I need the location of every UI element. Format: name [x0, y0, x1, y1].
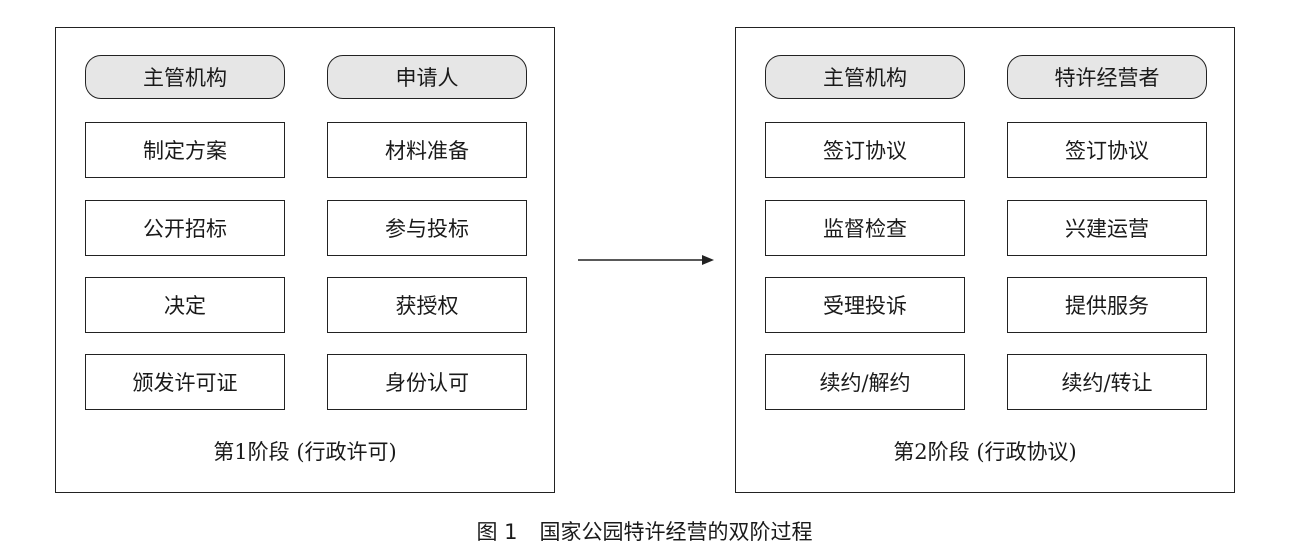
stage-1-right-step: 身份认可 [327, 354, 527, 410]
stage-2-caption: 第2阶段 (行政协议) [893, 440, 1077, 464]
stage-1-right-step: 材料准备 [327, 122, 527, 178]
figure-caption: 图 1 国家公园特许经营的双阶过程 [0, 516, 1289, 546]
stage-2-left-step: 监督检查 [765, 200, 965, 256]
stage-2-left-step: 签订协议 [765, 122, 965, 178]
stage-1-left-step: 颁发许可证 [85, 354, 285, 410]
stage-2-right-step: 签订协议 [1007, 122, 1207, 178]
stage-1-left-step: 公开招标 [85, 200, 285, 256]
stage-2-right-header: 特许经营者 [1007, 55, 1207, 99]
stage-1-left-step: 决定 [85, 277, 285, 333]
stage-1-left-header: 主管机构 [85, 55, 285, 99]
stage-1-panel: 主管机构 申请人 制定方案 材料准备 公开招标 参与投标 决定 获授权 颁发许可… [55, 27, 555, 493]
stage-1-right-step: 参与投标 [327, 200, 527, 256]
stage-1-left-step: 制定方案 [85, 122, 285, 178]
stage-2-left-step: 续约/解约 [765, 354, 965, 410]
stage-1-caption: 第1阶段 (行政许可) [213, 440, 397, 464]
stage-2-left-step: 受理投诉 [765, 277, 965, 333]
stage-2-right-step: 提供服务 [1007, 277, 1207, 333]
stage-2-panel: 主管机构 特许经营者 签订协议 签订协议 监督检查 兴建运营 受理投诉 提供服务… [735, 27, 1235, 493]
arrow-right-icon [578, 255, 714, 265]
stage-2-right-step: 兴建运营 [1007, 200, 1207, 256]
stage-2-left-header: 主管机构 [765, 55, 965, 99]
figure-title: 国家公园特许经营的双阶过程 [539, 520, 813, 544]
stage-2-right-step: 续约/转让 [1007, 354, 1207, 410]
figure-number: 图 1 [476, 520, 518, 544]
stage-1-right-header: 申请人 [327, 55, 527, 99]
stage-1-right-step: 获授权 [327, 277, 527, 333]
